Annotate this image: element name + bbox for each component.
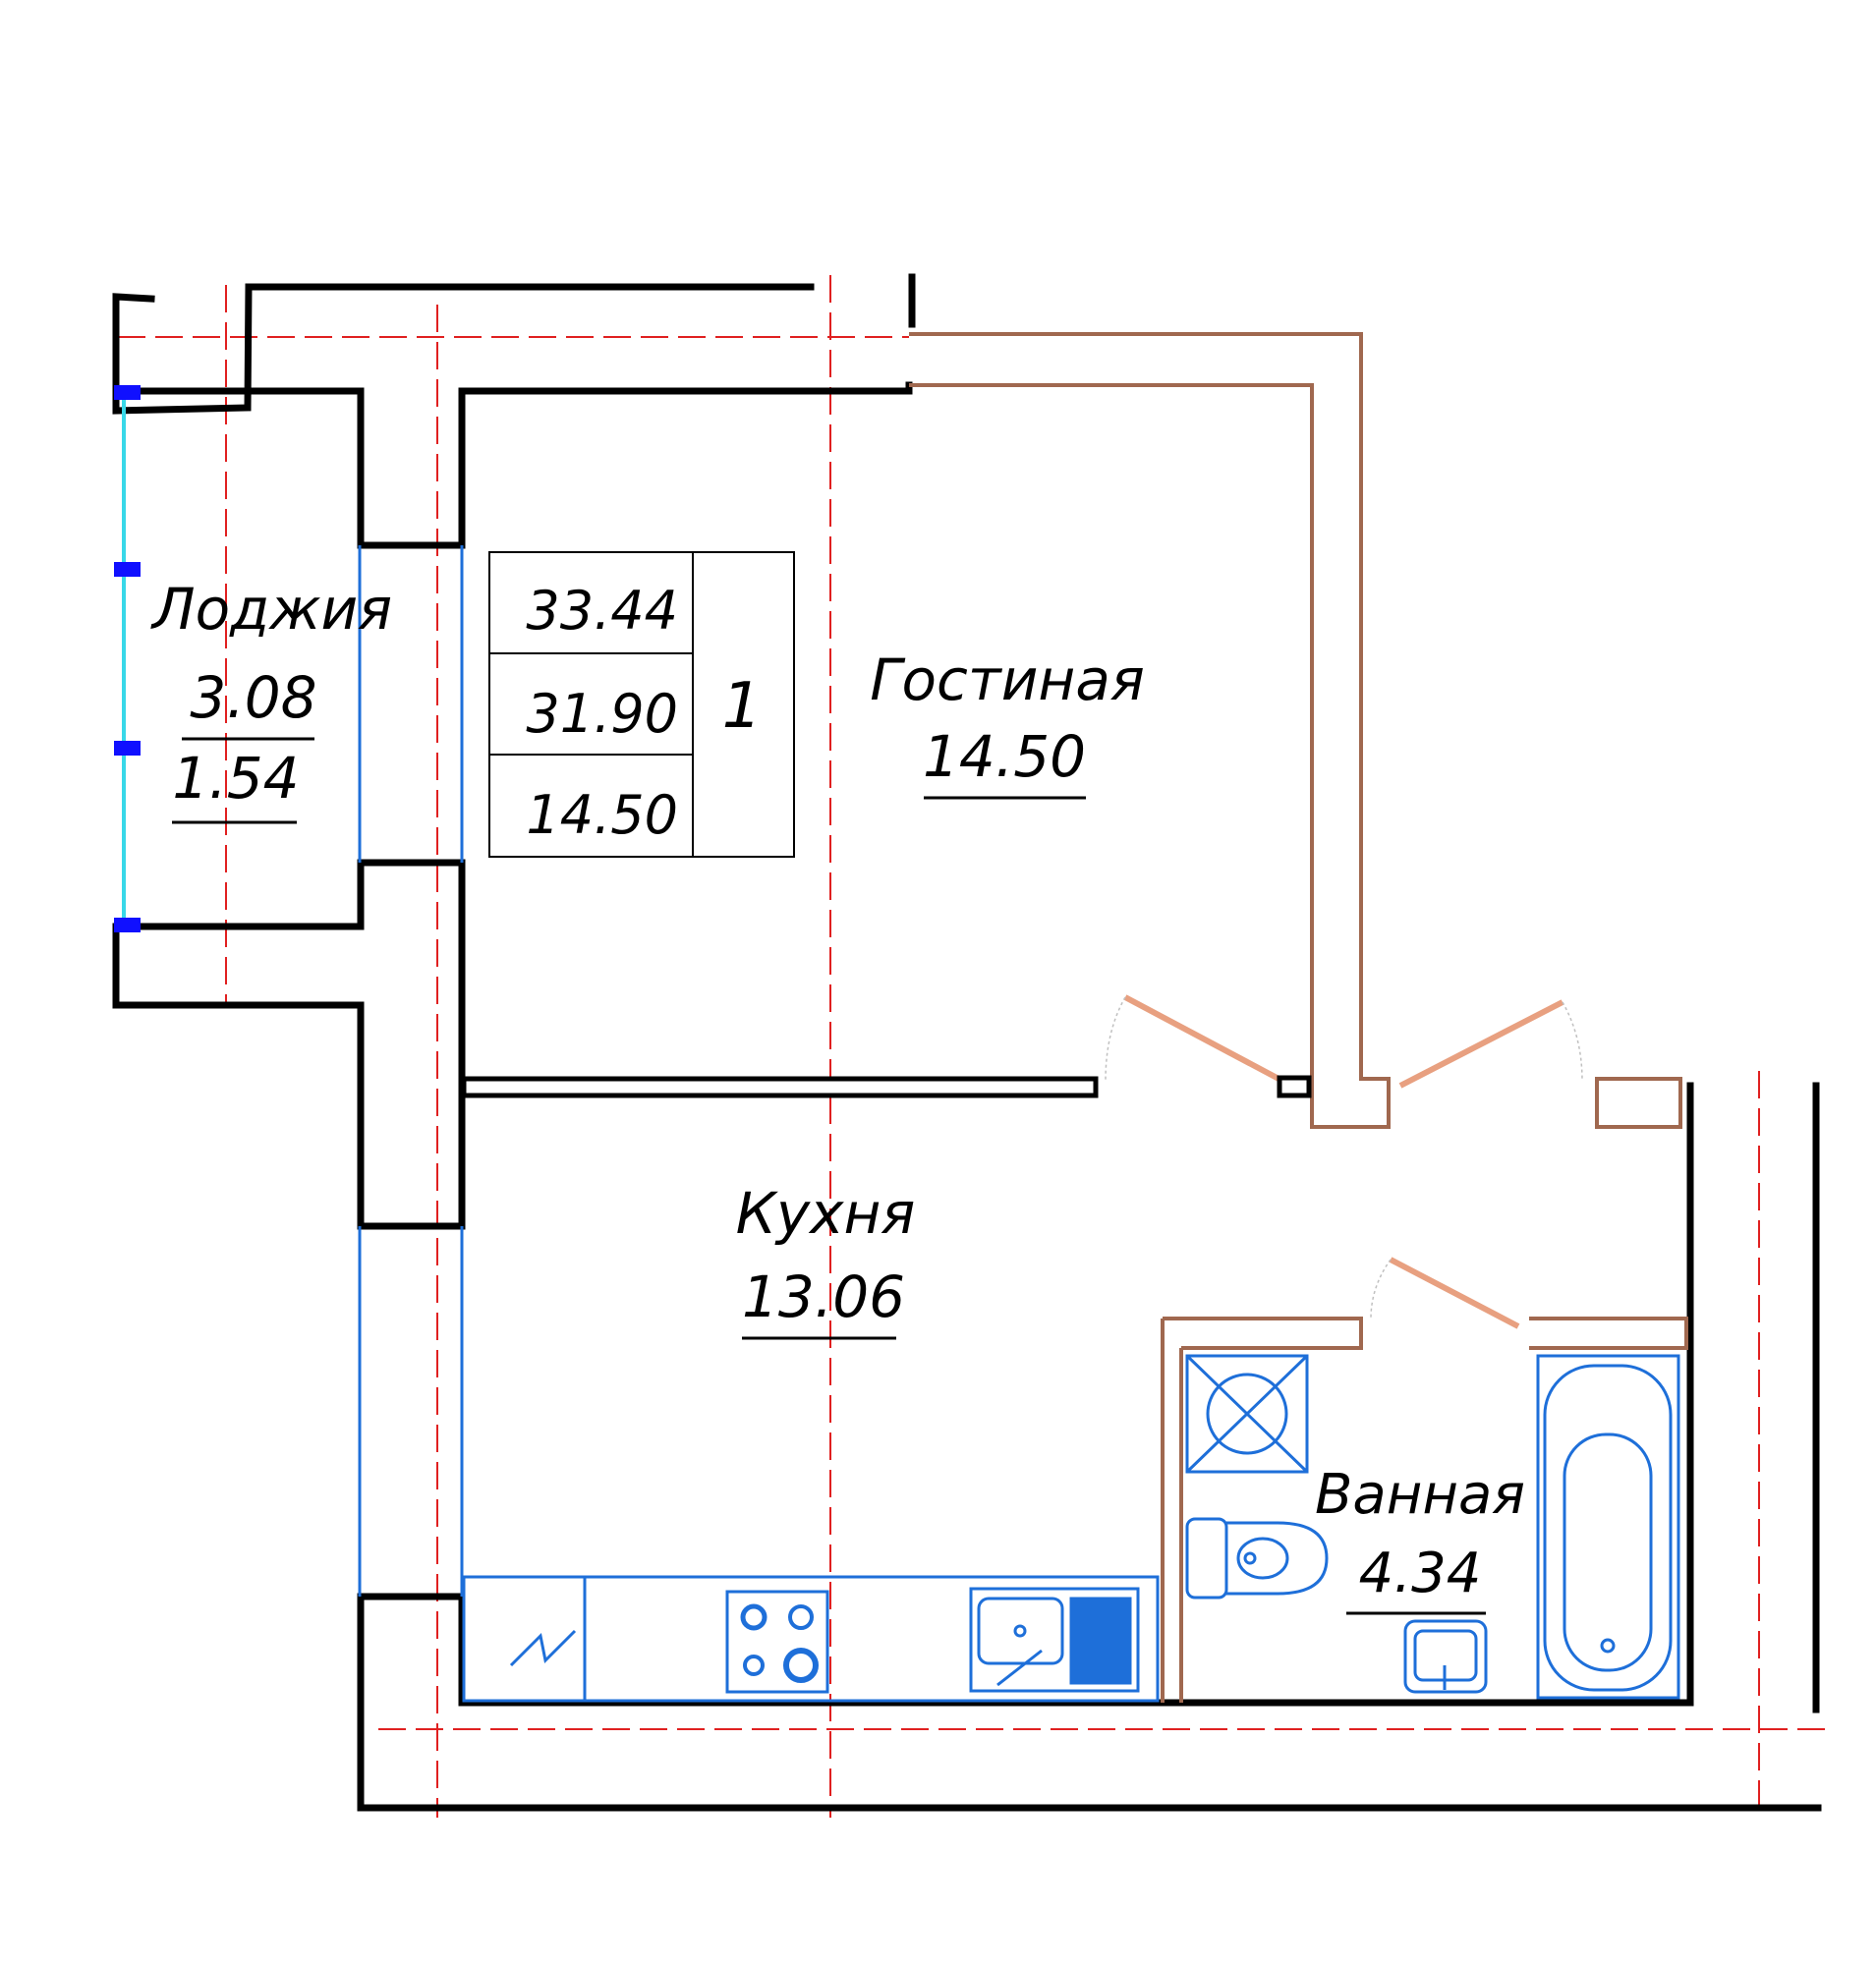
kitchen-sink	[969, 1587, 1140, 1693]
door-arcs	[1105, 996, 1583, 1319]
loggia-area: 3.08	[190, 664, 316, 731]
loggia-area-reduced: 1.54	[172, 745, 299, 812]
stove	[725, 1590, 829, 1694]
total-area: 33.44	[526, 580, 678, 642]
washbasin	[1403, 1619, 1488, 1694]
kitchen-name: Кухня	[736, 1180, 916, 1247]
doors	[1123, 994, 1564, 1329]
column	[1277, 1075, 1312, 1098]
living-total: 31.90	[526, 683, 678, 745]
interior-wall	[461, 1076, 1099, 1098]
loggia-glazing	[114, 385, 141, 932]
summary-table	[488, 551, 795, 858]
bath-name: Ванная	[1315, 1463, 1525, 1527]
axis-lines	[118, 275, 1828, 1818]
kitchen-area: 13.06	[742, 1263, 905, 1330]
kitchen-counter	[462, 1575, 1160, 1703]
living-area-cell: 14.50	[526, 784, 678, 846]
bath-area: 4.34	[1359, 1542, 1482, 1605]
partitions	[909, 332, 1688, 1703]
toilet	[1185, 1517, 1329, 1600]
living-name: Гостиная	[870, 646, 1145, 713]
washing-machine	[1185, 1354, 1309, 1474]
bathtub	[1536, 1354, 1680, 1700]
loggia-name: Лоджия	[150, 576, 392, 643]
living-area: 14.50	[923, 723, 1086, 790]
windows	[358, 545, 464, 1597]
room-count: 1	[722, 670, 763, 743]
